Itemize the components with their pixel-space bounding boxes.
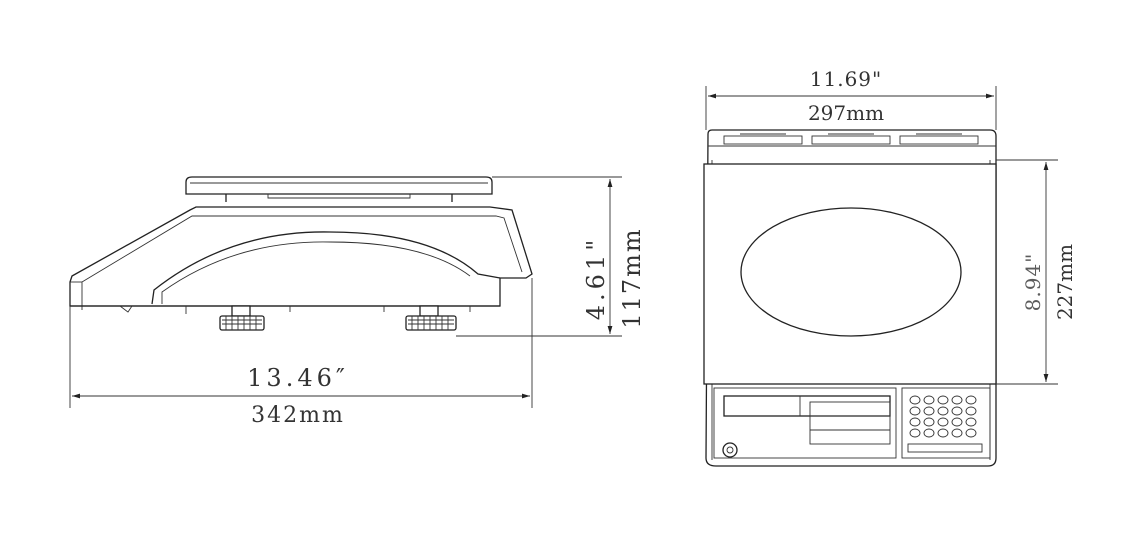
- top-depth-inches: 8.94": [1021, 253, 1045, 312]
- top-width-dimension: 11.69" 297mm: [705, 67, 997, 130]
- front-panel: [713, 387, 991, 459]
- top-view: 11.69" 297mm 8.94" 227mm: [703, 67, 1077, 467]
- top-display-strip: [708, 133, 996, 147]
- side-view: 13.46″ 342mm 4.61" 117mm: [69, 176, 646, 428]
- side-width-mm: 342mm: [251, 403, 345, 428]
- side-width-inches: 13.46″: [247, 364, 349, 392]
- adjustable-foot-right: [405, 305, 457, 331]
- top-weighing-pan: [703, 163, 997, 385]
- top-depth-dimension: 8.94" 227mm: [996, 159, 1077, 385]
- power-knob: [722, 442, 738, 458]
- top-depth-mm: 227mm: [1053, 244, 1077, 320]
- scale-body: [69, 206, 533, 313]
- side-width-dimension: 13.46″ 342mm: [69, 278, 533, 428]
- side-height-dimension: 4.61" 117mm: [456, 176, 646, 337]
- keypad: [907, 395, 983, 453]
- weighing-pan: [185, 176, 493, 202]
- top-width-inches: 11.69": [810, 67, 882, 91]
- side-height-inches: 4.61": [582, 236, 610, 320]
- top-width-mm: 297mm: [808, 101, 884, 125]
- adjustable-foot-left: [219, 305, 265, 331]
- side-height-mm: 117mm: [618, 227, 646, 328]
